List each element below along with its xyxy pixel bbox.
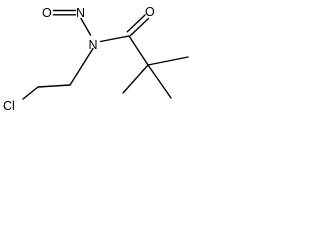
bond-nitroso-n-amide-n <box>80 17 92 36</box>
atom-amide-n: N <box>89 38 98 52</box>
bond-methyl-top <box>147 56 189 66</box>
atom-chlorine: Cl <box>3 99 15 113</box>
bond-ch2-cl <box>22 86 39 100</box>
atom-carbonyl-o: O <box>145 5 155 19</box>
bond-ch2-ch2 <box>37 84 71 88</box>
bonds <box>22 9 189 100</box>
atom-nitroso-n: N <box>76 6 85 20</box>
atom-nitroso-o: O <box>42 6 52 20</box>
bond-methyl-left <box>122 64 149 94</box>
bond-methyl-bottom <box>147 64 172 99</box>
bond-carbonyl-c-quaternary-c <box>128 35 149 66</box>
molecule-structure: O N N O Cl <box>3 5 189 113</box>
bond-amide-n-ch2 <box>69 47 94 86</box>
atom-labels: O N N O Cl <box>3 5 155 113</box>
bond-carbonyl-c-o-second <box>126 14 146 33</box>
bond-carbonyl-c-o <box>129 17 150 37</box>
bond-amide-n-carbonyl-c <box>99 35 130 43</box>
